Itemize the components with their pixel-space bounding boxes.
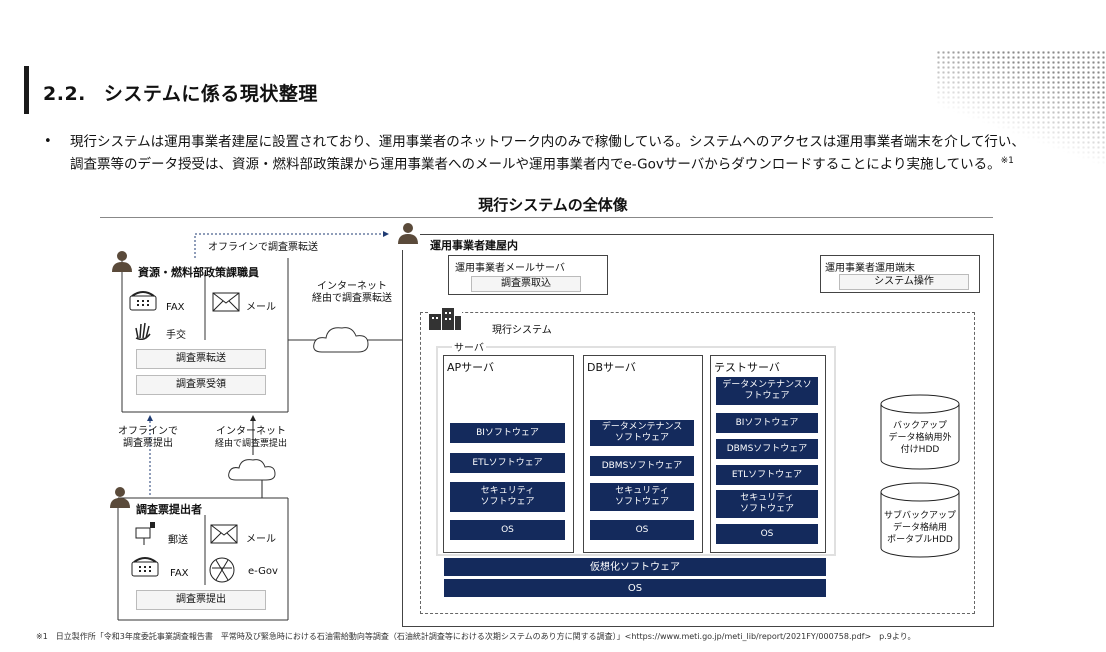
ap-server-title: APサーバ [447, 361, 495, 374]
virtualization-software: 仮想化ソフトウェア [444, 558, 826, 576]
survey-submit-button: 調査票提出 [136, 590, 266, 610]
internet-transfer-line1: インターネット [317, 281, 387, 292]
ap-software-item: BIソフトウェア [450, 423, 565, 443]
sub-backup-hdd-icon [880, 482, 960, 562]
internet-submit-line2: 経由で調査票提出 [214, 439, 287, 449]
system-operation: システム操作 [839, 274, 969, 290]
building-title: 運用事業者建屋内 [430, 239, 518, 252]
person-icon [110, 250, 134, 278]
server-group-frame [436, 346, 836, 556]
host-os: OS [444, 579, 826, 597]
server-group-label: サーバ [452, 339, 486, 354]
test-software-item: OS [716, 524, 818, 544]
heading-accent-bar [24, 66, 29, 114]
test-server-title: テストサーバ [714, 361, 780, 374]
current-system-label: 現行システム [492, 325, 552, 336]
section-number: 2.2. [43, 83, 86, 105]
db-software-item: データメンテナンス ソフトウェア [590, 420, 694, 446]
footnote: ※1 日立製作所「令和3年度委託事業調査報告書 平常時及び緊急時における石油需給… [36, 632, 916, 641]
building-icon [428, 306, 462, 334]
db-software-item: DBMSソフトウェア [590, 456, 694, 476]
submitter-egov-label: e-Gov [248, 566, 278, 577]
submitter-title: 調査票提出者 [136, 503, 202, 516]
bullet-mark: • [44, 134, 52, 149]
staff-fax-label: FAX [166, 302, 185, 313]
test-software-item: BIソフトウェア [716, 413, 818, 433]
hand-icon [132, 318, 154, 344]
mail-server-box: 運用事業者メールサーバ 調査票取込 [448, 255, 608, 295]
page-title: 2.2. システムに係る現状整理 [43, 79, 318, 106]
internet-submit-line1: インターネット [216, 426, 286, 437]
ap-software-item: OS [450, 520, 565, 540]
diagram-title: 現行システムの全体像 [478, 196, 628, 214]
backup-hdd-icon [880, 394, 960, 474]
mail-server-import: 調査票取込 [471, 276, 581, 292]
ap-software-item: ETLソフトウェア [450, 453, 565, 473]
ap-software-item: セキュリティ ソフトウェア [450, 482, 565, 512]
test-software-item: セキュリティ ソフトウェア [716, 490, 818, 518]
mail-server-title: 運用事業者メールサーバ [455, 263, 565, 274]
staff-mail-label: メール [246, 302, 276, 313]
offline-submit-line2: 調査票提出 [123, 438, 173, 449]
offline-transfer-label: オフラインで調査票転送 [208, 242, 318, 253]
mailbox-icon [132, 520, 158, 550]
backup-hdd-label: バックアップ データ格納用外 付けHDD [888, 421, 952, 455]
survey-transfer-button: 調査票転送 [136, 349, 266, 369]
offline-submit-label: オフラインで 調査票提出 [108, 426, 188, 450]
db-software-item: OS [590, 520, 694, 540]
footnote-ref: ※1 [1000, 156, 1014, 166]
survey-receive-button: 調査票受領 [136, 375, 266, 395]
egov-icon [208, 556, 236, 588]
decorative-dot-pattern [936, 50, 1106, 170]
db-server-title: DBサーバ [587, 361, 636, 374]
submitter-fax-icon [130, 556, 160, 582]
submitter-fax-label: FAX [170, 568, 189, 579]
body-text: 現行システムは運用事業者建屋に設置されており、運用事業者のネットワーク内のみで稼… [70, 134, 1025, 173]
section-title: システムに係る現状整理 [103, 83, 318, 105]
current-system-frame [420, 312, 975, 614]
mail-icon [212, 292, 240, 316]
terminal-title: 運用事業者運用端末 [825, 263, 915, 274]
sub-backup-hdd-label: サブバックアップ データ格納用 ポータブルHDD [883, 511, 956, 545]
body-paragraph: 現行システムは運用事業者建屋に設置されており、運用事業者のネットワーク内のみで稼… [70, 133, 1030, 175]
submitter-mail-icon [210, 524, 238, 548]
submitter-post-label: 郵送 [168, 535, 188, 546]
submitter-mail-label: メール [246, 534, 276, 545]
title-rule [100, 217, 993, 218]
building-person-icon [396, 222, 420, 250]
staff-handoff-label: 手交 [166, 330, 186, 341]
staff-title: 資源・燃料部政策課職員 [138, 266, 259, 279]
test-software-item: ETLソフトウェア [716, 465, 818, 485]
submitter-person-icon [108, 486, 132, 514]
test-software-item: DBMSソフトウェア [716, 439, 818, 459]
phone-fax-icon [128, 290, 158, 316]
operator-terminal-box: 運用事業者運用端末 システム操作 [820, 255, 980, 293]
test-software-item: データメンテナンスソ フトウェア [716, 377, 818, 405]
db-software-item: セキュリティ ソフトウェア [590, 483, 694, 511]
offline-submit-line1: オフラインで [118, 426, 178, 437]
internet-transfer-line2: 経由で調査票転送 [312, 293, 392, 304]
internet-transfer-label: インターネット 経由で調査票転送 [302, 281, 402, 305]
internet-submit-label: インターネット 経由で調査票提出 [206, 426, 296, 450]
